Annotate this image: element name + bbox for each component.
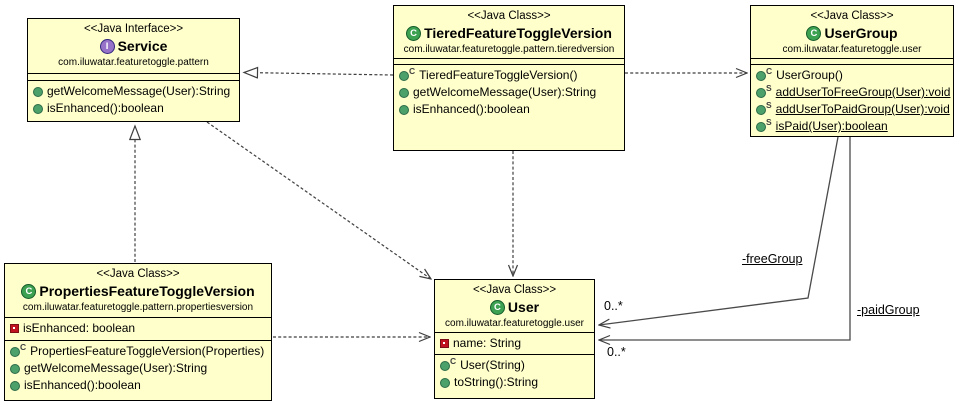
constructor-decorator: C: [409, 66, 416, 76]
public-method-icon: [756, 70, 766, 81]
constructor-row[interactable]: C PropertiesFeatureToggleVersion(Propert…: [5, 342, 271, 360]
java-interface-icon: I: [99, 39, 115, 54]
class-name: UserGroup: [824, 25, 898, 41]
public-method-icon: [440, 377, 450, 388]
java-class-icon: C: [489, 300, 505, 315]
methods-compartment: C PropertiesFeatureToggleVersion(Propert…: [5, 340, 271, 400]
methods-compartment: C User(String) toString():String: [435, 354, 594, 398]
package-name: com.iluwatar.featuretoggle.user: [445, 318, 584, 329]
fields-compartment: [394, 58, 624, 64]
static-decorator: S: [766, 83, 772, 93]
constructor-row[interactable]: C User(String): [435, 356, 594, 374]
method-row[interactable]: getWelcomeMessage(User):String: [394, 84, 624, 101]
class-box-user-group[interactable]: <<Java Class>> C UserGroup com.iluwatar.…: [750, 5, 954, 137]
class-header: <<Java Class>> C User com.iluwatar.featu…: [435, 280, 594, 332]
constructor-decorator: C: [766, 66, 773, 76]
association-paidgroup[interactable]: [599, 137, 851, 340]
constructor-row[interactable]: C UserGroup(): [751, 66, 953, 84]
class-box-user[interactable]: <<Java Class>> C User com.iluwatar.featu…: [434, 279, 595, 399]
class-name: Service: [117, 38, 168, 54]
public-method-icon: [10, 380, 20, 391]
fields-compartment: name: String: [435, 332, 594, 354]
public-method-icon: [399, 104, 409, 115]
method-row[interactable]: isEnhanced():boolean: [394, 101, 624, 118]
private-field-icon: [10, 324, 19, 333]
class-header: <<Java Class>> C TieredFeatureToggleVers…: [394, 6, 624, 58]
static-decorator: S: [766, 100, 772, 110]
java-class-icon: C: [21, 284, 37, 299]
field-row[interactable]: isEnhanced: boolean: [5, 320, 271, 337]
java-class-icon: C: [806, 26, 822, 41]
public-method-icon: [756, 121, 766, 132]
multiplicity-paidgroup[interactable]: 0..*: [607, 345, 626, 359]
association-label-paidgroup[interactable]: -paidGroup: [857, 303, 920, 317]
static-method-row[interactable]: S isPaid(User):boolean: [751, 117, 953, 135]
method-row[interactable]: isEnhanced():boolean: [28, 100, 239, 117]
static-method-row[interactable]: S addUserToFreeGroup(User):void: [751, 83, 953, 101]
public-method-icon: [33, 103, 43, 114]
public-method-icon: [399, 87, 409, 98]
public-method-icon: [756, 87, 766, 98]
fields-compartment: isEnhanced: boolean: [5, 317, 271, 340]
static-method-row[interactable]: S addUserToPaidGroup(User):void: [751, 100, 953, 118]
static-decorator: S: [766, 117, 772, 127]
private-field-icon: [440, 339, 449, 348]
constructor-decorator: C: [450, 356, 457, 366]
package-name: com.iluwatar.featuretoggle.pattern.tiere…: [403, 44, 615, 55]
class-box-tiered-feature-toggle-version[interactable]: <<Java Class>> C TieredFeatureToggleVers…: [393, 5, 625, 151]
association-label-freegroup[interactable]: -freeGroup: [742, 252, 803, 266]
field-row[interactable]: name: String: [435, 335, 594, 352]
stereotype: <<Java Class>>: [472, 284, 557, 296]
dependency-service-to-user[interactable]: [206, 121, 431, 279]
stereotype: <<Java Class>>: [810, 10, 894, 22]
method-row[interactable]: getWelcomeMessage(User):String: [5, 360, 271, 377]
class-header: <<Java Class>> C UserGroup com.iluwatar.…: [751, 6, 953, 58]
package-name: com.iluwatar.featuretoggle.pattern: [58, 57, 209, 68]
class-box-service[interactable]: <<Java Interface>> I Service com.iluwata…: [27, 18, 240, 122]
class-header: <<Java Interface>> I Service com.iluwata…: [28, 19, 239, 73]
constructor-decorator: C: [20, 342, 27, 352]
class-name: User: [507, 299, 540, 315]
public-method-icon: [440, 360, 450, 371]
association-freegroup[interactable]: [599, 136, 839, 325]
public-method-icon: [756, 104, 766, 115]
methods-compartment: C UserGroup() S addUserToFreeGroup(User)…: [751, 64, 953, 136]
class-header: <<Java Class>> C PropertiesFeatureToggle…: [5, 264, 271, 317]
multiplicity-freegroup[interactable]: 0..*: [604, 299, 623, 313]
package-name: com.iluwatar.featuretoggle.user: [782, 44, 922, 55]
stereotype: <<Java Interface>>: [83, 23, 184, 35]
method-row[interactable]: getWelcomeMessage(User):String: [28, 83, 239, 100]
method-row[interactable]: isEnhanced():boolean: [5, 377, 271, 394]
class-name: TieredFeatureToggleVersion: [424, 25, 612, 41]
methods-compartment: getWelcomeMessage(User):String isEnhance…: [28, 80, 239, 121]
public-method-icon: [10, 363, 20, 374]
stereotype: <<Java Class>>: [467, 10, 551, 22]
methods-compartment: C TieredFeatureToggleVersion() getWelcom…: [394, 64, 624, 150]
realization-tiered-to-service[interactable]: [244, 73, 394, 76]
class-box-properties-feature-toggle-version[interactable]: <<Java Class>> C PropertiesFeatureToggle…: [4, 263, 272, 401]
public-method-icon: [33, 86, 43, 97]
fields-compartment: [28, 73, 239, 80]
stereotype: <<Java Class>>: [96, 268, 180, 280]
fields-compartment: [751, 58, 953, 64]
class-name: PropertiesFeatureToggleVersion: [39, 283, 255, 299]
public-method-icon: [399, 70, 409, 81]
java-class-icon: C: [406, 26, 422, 41]
public-method-icon: [10, 346, 20, 357]
constructor-row[interactable]: C TieredFeatureToggleVersion(): [394, 66, 624, 84]
method-row[interactable]: toString():String: [435, 374, 594, 391]
package-name: com.iluwatar.featuretoggle.pattern.prope…: [22, 302, 254, 313]
